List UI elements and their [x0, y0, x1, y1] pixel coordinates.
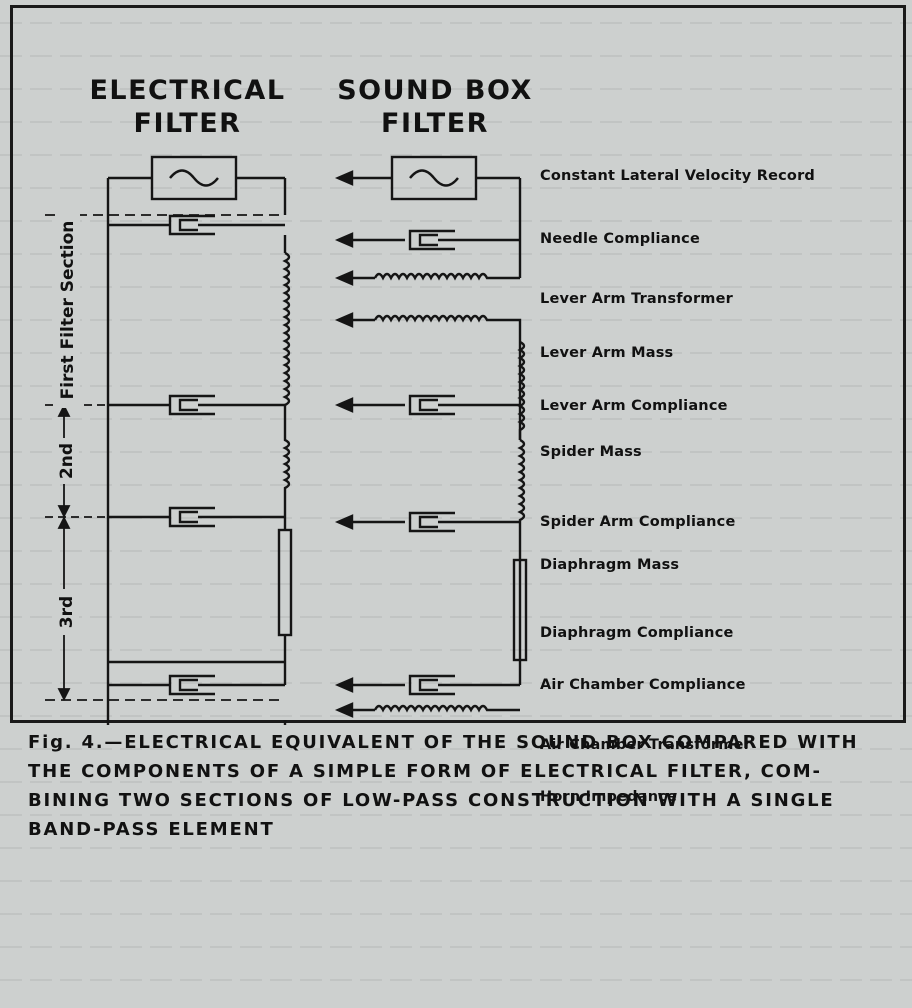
background-texture-line	[0, 880, 912, 882]
background-texture-line	[0, 154, 912, 156]
background-texture-line	[0, 484, 912, 486]
background-texture-line	[0, 121, 912, 123]
left-inductor-2	[282, 405, 291, 517]
left-source-sine-icon	[169, 169, 219, 187]
background-texture-line	[0, 847, 912, 849]
electrical-filter-heading-line-2: FILTER	[133, 108, 242, 139]
background-texture-line	[0, 220, 912, 222]
background-texture-line	[0, 286, 912, 288]
caption-line-1: Fig. 4.—ELECTRICAL EQUIVALENT OF THE SOU…	[28, 732, 859, 753]
right-inductor-lever-mass	[517, 340, 526, 440]
background-texture-line	[0, 88, 912, 90]
background-texture-line	[0, 352, 912, 354]
left-capacitor-4	[108, 662, 287, 696]
figure-caption: Fig. 4.—ELECTRICAL EQUIVALENT OF THE SOU…	[28, 728, 898, 844]
background-texture-line	[0, 979, 912, 981]
sound-box-filter-heading-line-1: SOUND BOX	[337, 75, 533, 106]
sound-box-filter-heading-line-2: FILTER	[381, 108, 489, 139]
caption-line-2: THE COMPONENTS OF A SIMPLE FORM OF ELECT…	[28, 761, 822, 782]
background-texture-line	[0, 55, 912, 57]
background-texture-line	[0, 583, 912, 585]
label-air-chamber-transformer: Air Chamber Transformer	[540, 737, 751, 753]
caption-line-4: BAND-PASS ELEMENT	[28, 819, 275, 840]
background-texture-line	[0, 649, 912, 651]
third-section-label: 3rd	[55, 589, 79, 635]
right-inductor-spider-mass	[517, 438, 526, 525]
arrow-lever-arm-compliance	[334, 394, 520, 416]
label-diaphragm-compliance: Diaphragm Compliance	[540, 625, 734, 641]
label-spider-mass: Spider Mass	[540, 444, 642, 460]
right-source-sine-icon	[409, 169, 459, 187]
background-texture-line	[0, 781, 912, 783]
background-texture-line	[0, 517, 912, 519]
arrow-lever-arm-transformer-2	[334, 312, 522, 342]
figure-plate	[10, 5, 906, 723]
background-texture-line	[0, 814, 912, 816]
label-diaphragm-mass: Diaphragm Mass	[540, 557, 680, 573]
background-texture-line	[0, 385, 912, 387]
background-texture-line	[0, 748, 912, 750]
filter-schematic	[45, 155, 528, 725]
arrow-air-chamber-compliance	[334, 660, 522, 696]
arrow-spider-arm-compliance	[334, 511, 520, 533]
left-resistor	[283, 720, 287, 725]
background-texture-line	[0, 22, 912, 24]
background-texture-line	[0, 253, 912, 255]
background-texture-line	[0, 187, 912, 189]
background-texture-line	[0, 418, 912, 420]
arrow-lever-arm-transformer	[334, 270, 520, 286]
background-texture-line	[0, 451, 912, 453]
left-capacitor-3	[108, 506, 285, 528]
left-capacitor-2	[108, 394, 285, 416]
left-capacitor-1	[108, 214, 285, 236]
sound-box-filter-heading: SOUND BOX FILTER	[330, 74, 540, 140]
arrow-needle-compliance	[334, 229, 520, 251]
background-texture-line	[0, 682, 912, 684]
electrical-filter-heading: ELECTRICAL FILTER	[75, 74, 300, 140]
arrow-constant-velocity	[334, 170, 392, 186]
label-needle-compliance: Needle Compliance	[540, 231, 701, 247]
label-air-chamber-compliance: Air Chamber Compliance	[540, 677, 746, 693]
arrow-air-chamber-transformer	[334, 702, 520, 718]
background-texture-line	[0, 946, 912, 948]
label-constant-lateral-velocity-record: Constant Lateral Velocity Record	[540, 168, 815, 184]
label-spider-arm-compliance: Spider Arm Compliance	[540, 514, 736, 530]
label-horn-impedance: Horn Impedance	[540, 789, 678, 805]
left-inductor-1	[282, 251, 291, 407]
caption-line-3: BINING TWO SECTIONS OF LOW-PASS CONSTRUC…	[28, 790, 835, 811]
label-lever-arm-mass: Lever Arm Mass	[540, 345, 674, 361]
left-resonator	[277, 528, 293, 637]
background-texture-line	[0, 550, 912, 552]
label-lever-arm-compliance: Lever Arm Compliance	[540, 398, 728, 414]
first-section-label: First Filter Section	[56, 212, 80, 408]
electrical-filter-heading-line-1: ELECTRICAL	[89, 75, 286, 106]
label-lever-arm-transformer: Lever Arm Transformer	[540, 291, 733, 307]
background-texture-line	[0, 616, 912, 618]
background-texture-line	[0, 715, 912, 717]
background-texture-line	[0, 913, 912, 915]
second-section-label: 2nd	[55, 438, 79, 484]
